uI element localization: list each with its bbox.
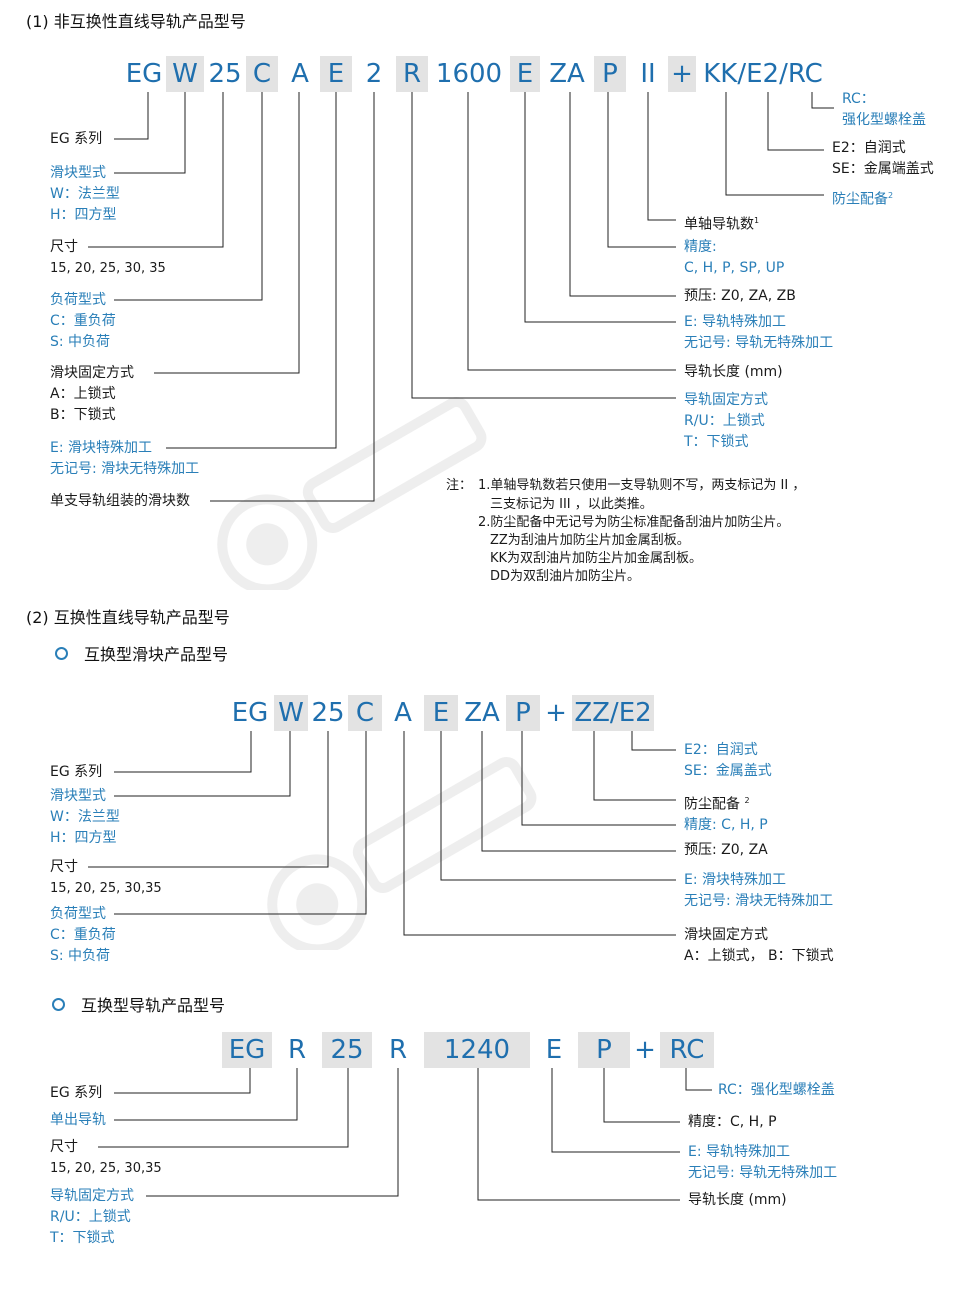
- code-p: P: [594, 56, 626, 92]
- code-p: P: [578, 1032, 630, 1068]
- code-e: E: [424, 695, 458, 731]
- code-kk-e2-rc: KK/E2/RC: [703, 59, 823, 89]
- s1-notes-label: 注：: [446, 478, 473, 493]
- s1-note-line: 1.单轴导轨数若只使用一支导轨则不写，两支标记为 II ，: [478, 478, 806, 493]
- code-r: R: [287, 1035, 307, 1065]
- code-plus: +: [668, 56, 696, 92]
- s1-note-line: 2.防尘配备中无记号为防尘标准配备刮油片加防尘片。: [478, 515, 790, 530]
- sub2-left-rail-single: 单出导轨: [50, 1112, 106, 1128]
- sub1-left-size: 尺寸 15, 20, 25, 30,35: [50, 859, 162, 896]
- code-r2: R: [388, 1035, 408, 1065]
- s1-right-rail-mount: 导轨固定方式 R/U：上锁式 T：下锁式: [684, 392, 768, 450]
- sub1-left-series: EG 系列: [50, 764, 103, 780]
- code-e2: E: [510, 56, 540, 92]
- code-ii: II: [640, 59, 656, 89]
- code-1240: 1240: [424, 1032, 530, 1068]
- s1-note-line: KK为双刮油片加防尘片加金属刮板。: [490, 551, 703, 566]
- sub2-left-series: EG 系列: [50, 1085, 103, 1101]
- watermark-logo: [267, 757, 537, 950]
- s1-right-preload: 预压: Z0, ZA, ZB: [684, 288, 796, 304]
- bullet-circle-icon: [52, 998, 65, 1011]
- s1-right-rail-count: 单轴导轨数1: [684, 216, 760, 233]
- section2-heading: (2) 互换性直线导轨产品型号: [26, 608, 230, 627]
- section1-heading: (1) 非互换性直线导轨产品型号: [26, 12, 246, 31]
- sub2-right-precision: 精度：C, H, P: [688, 1114, 777, 1130]
- code-zz-e2: ZZ/E2: [572, 695, 654, 731]
- sub2-left-rail-mount: 导轨固定方式 R/U：上锁式 T：下锁式: [50, 1188, 134, 1246]
- s1-left-slider-special: E: 滑块特殊加工 无记号: 滑块无特殊加工: [50, 440, 200, 477]
- s1-right-rail-length: 导轨长度 (mm): [684, 364, 783, 380]
- code-e: E: [320, 56, 352, 92]
- watermark-logo: [217, 397, 487, 590]
- code-eg: EG: [222, 1032, 272, 1068]
- code-plus: +: [634, 1035, 656, 1065]
- s1-left-slider-count: 单支导轨组装的滑块数: [50, 493, 190, 509]
- s1-left-load-type: 负荷型式 C：重负荷 S: 中负荷: [50, 292, 116, 350]
- sub1-left-slider-type: 滑块型式 W：法兰型 H：四方型: [50, 788, 120, 846]
- code-p: P: [506, 695, 540, 731]
- code-25: 25: [322, 1032, 372, 1068]
- code-r: R: [396, 56, 428, 92]
- code-a: A: [394, 698, 412, 728]
- sub2-title: 互换型导轨产品型号: [52, 992, 225, 1016]
- s1-note-line: 三支标记为 III ，以此类推。: [490, 497, 653, 512]
- sub1-left-load-type: 负荷型式 C：重负荷 S: 中负荷: [50, 906, 116, 964]
- s1-left-size: 尺寸 15, 20, 25, 30, 35: [50, 239, 166, 276]
- code-za: ZA: [549, 59, 585, 89]
- s1-right-rc: RC： 强化型螺栓盖: [842, 91, 926, 128]
- code-c: C: [246, 56, 278, 92]
- sub2-right-rail-special: E: 导轨特殊加工 无记号: 导轨无特殊加工: [688, 1144, 838, 1181]
- code-eg: EG: [231, 698, 269, 728]
- sub1-right-slider-mount: 滑块固定方式 A：上锁式， B：下锁式: [684, 927, 834, 964]
- s1-right-precision: 精度: C, H, P, SP, UP: [684, 239, 785, 276]
- code-1600: 1600: [435, 59, 503, 89]
- sub1-right-slider-special: E: 滑块特殊加工 无记号: 滑块无特殊加工: [684, 872, 834, 909]
- code-a: A: [291, 59, 309, 89]
- code-2: 2: [365, 59, 383, 89]
- code-eg: EG: [125, 59, 163, 89]
- code-za: ZA: [464, 698, 500, 728]
- code-e: E: [545, 1035, 563, 1065]
- sub1-right-dustproof: 防尘配备 2: [684, 796, 750, 813]
- code-rc: RC: [660, 1032, 714, 1068]
- sub1-right-e2: E2：自润式 SE：金属盖式: [684, 742, 772, 779]
- code-w: W: [274, 695, 308, 731]
- s1-left-series: EG 系列: [50, 131, 103, 147]
- sub2-right-rc: RC：强化型螺栓盖: [718, 1082, 835, 1098]
- s1-note-line: DD为双刮油片加防尘片。: [490, 569, 641, 584]
- code-25: 25: [311, 698, 345, 728]
- sub2-right-rail-length: 导轨长度 (mm): [688, 1192, 787, 1208]
- s1-left-slider-mount: 滑块固定方式 A：上锁式 B：下锁式: [50, 365, 134, 423]
- bullet-circle-icon: [55, 647, 68, 660]
- sub1-right-precision: 精度: C, H, P: [684, 817, 768, 833]
- code-25: 25: [208, 59, 242, 89]
- s1-right-e2: E2：自润式 SE：金属端盖式: [832, 140, 934, 177]
- code-c: C: [348, 695, 382, 731]
- sub1-right-preload: 预压: Z0, ZA: [684, 842, 768, 858]
- s1-right-dustproof: 防尘配备2: [832, 191, 894, 208]
- sub2-left-size: 尺寸 15, 20, 25, 30,35: [50, 1139, 162, 1176]
- s1-right-rail-special: E: 导轨特殊加工 无记号: 导轨无特殊加工: [684, 314, 834, 351]
- s1-note-line: ZZ为刮油片加防尘片加金属刮板。: [490, 533, 690, 548]
- sub1-title: 互换型滑块产品型号: [55, 641, 228, 665]
- s1-left-slider-type: 滑块型式 W：法兰型 H：四方型: [50, 165, 120, 223]
- code-plus: +: [545, 698, 567, 728]
- code-w: W: [166, 56, 204, 92]
